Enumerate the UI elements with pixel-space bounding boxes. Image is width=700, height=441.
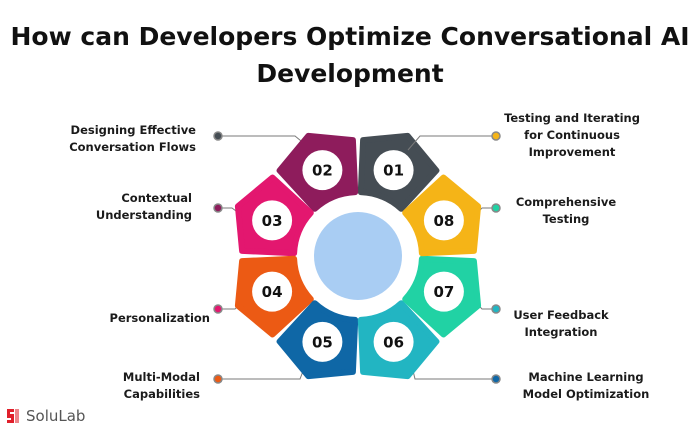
title-line-2: Development — [256, 59, 444, 88]
number-badge — [302, 150, 343, 191]
connector-dot — [213, 304, 223, 314]
number-badge — [423, 271, 464, 312]
segment-label-line: Understanding — [95, 208, 192, 222]
segment-label-line: Testing — [542, 212, 590, 226]
connector-dot — [213, 374, 223, 384]
segment-label-line: Integration — [524, 325, 598, 339]
connector-line — [407, 135, 496, 151]
number-badge — [423, 200, 464, 241]
logo-text: SoluLab — [26, 407, 86, 425]
segment-label-line: Improvement — [528, 145, 616, 159]
page-title: How can Developers Optimize Conversation… — [0, 18, 700, 92]
segment-label-line: User Feedback — [513, 308, 609, 322]
connector-dot — [491, 304, 501, 314]
segment-number: 07 — [433, 283, 454, 301]
number-badge — [252, 200, 293, 241]
segment-label-line: Personalization — [109, 311, 210, 325]
segment-label-line: Conversation Flows — [69, 140, 196, 154]
segment-label: Personalization — [20, 310, 210, 327]
segment-label-line: Capabilities — [123, 387, 200, 401]
title-line-1: How can Developers Optimize Conversation… — [10, 22, 690, 51]
connector-dot — [213, 131, 223, 141]
segment-label-line: Contextual — [121, 191, 192, 205]
segment-label-line: Model Optimization — [522, 387, 650, 401]
number-badge — [373, 150, 414, 191]
segment-label-line: Testing and Iterating — [504, 111, 640, 125]
connector-dot — [491, 131, 501, 141]
segment-number: 04 — [262, 283, 283, 301]
segment-label-line: Machine Learning — [528, 370, 644, 384]
segment-number: 05 — [312, 333, 333, 351]
brand-logo: SoluLab — [4, 402, 85, 430]
solulab-logo-icon — [7, 409, 19, 423]
segment-label-line: Designing Effective — [70, 123, 196, 137]
connector-dot — [213, 203, 223, 213]
segment-number: 02 — [312, 162, 333, 180]
segment-number: 01 — [383, 162, 404, 180]
number-badge — [373, 321, 414, 362]
segment-number: 06 — [383, 333, 404, 351]
segment-number: 03 — [262, 212, 283, 230]
segment-label-line: Multi-Modal — [122, 370, 200, 384]
number-badge — [302, 321, 343, 362]
segment-label-line: for Continuous — [524, 128, 620, 142]
segment-label-line: Comprehensive — [515, 195, 617, 209]
segment-number: 08 — [433, 212, 454, 230]
number-badge — [252, 271, 293, 312]
connector-dot — [491, 374, 501, 384]
connector-dot — [491, 203, 501, 213]
center-circle — [314, 212, 402, 300]
